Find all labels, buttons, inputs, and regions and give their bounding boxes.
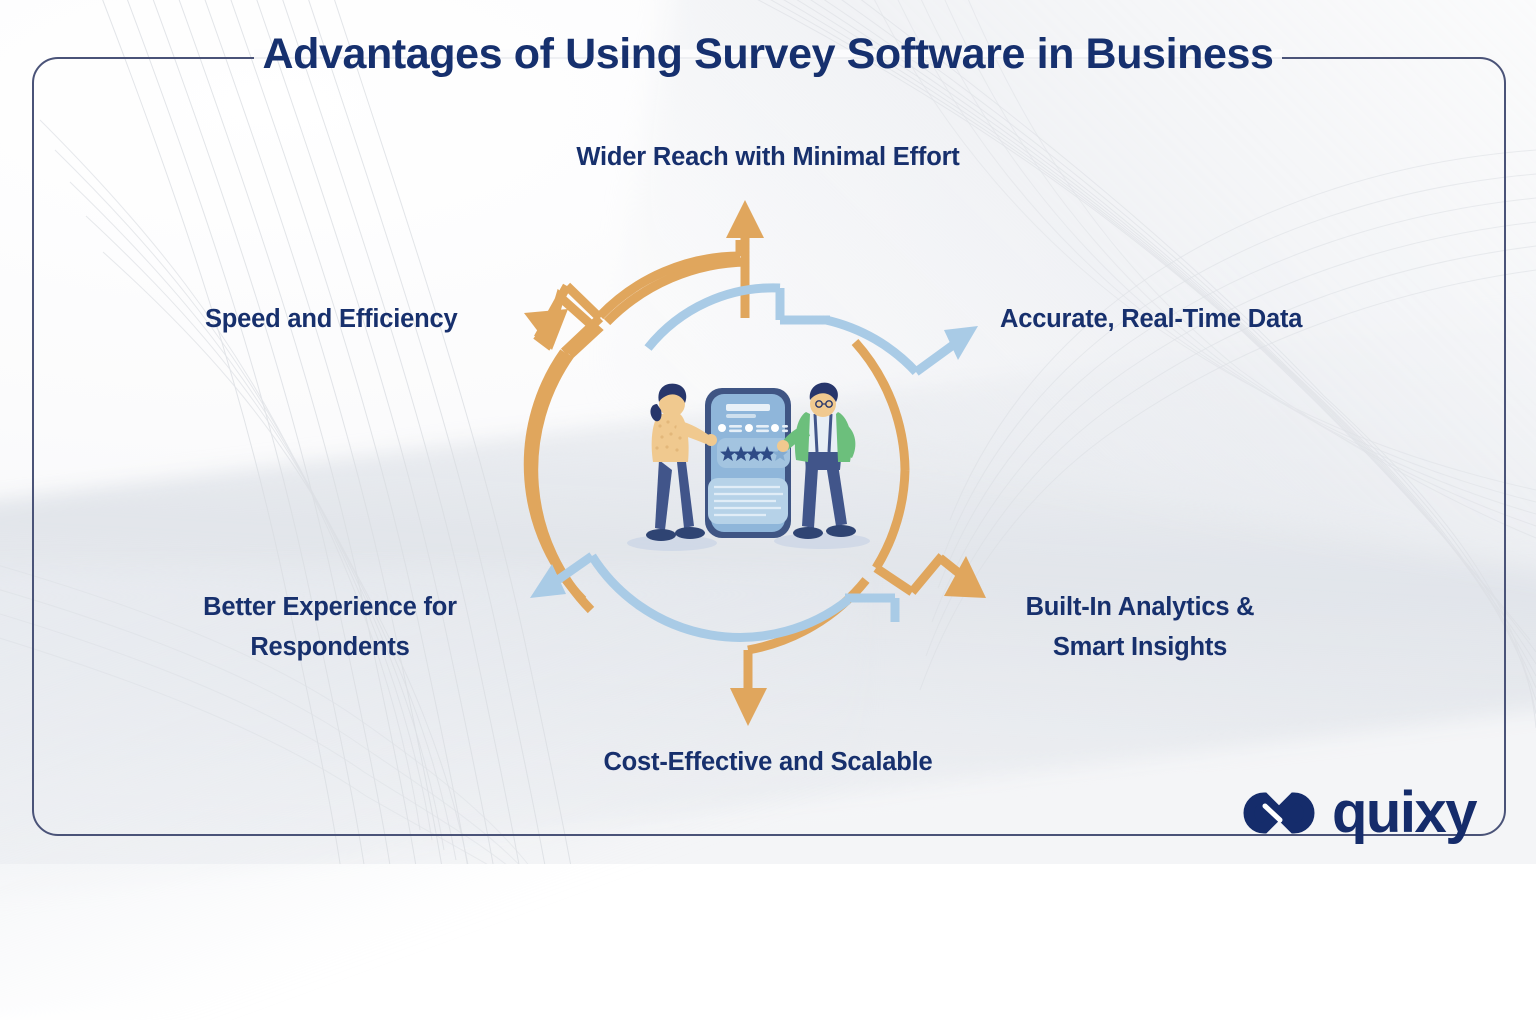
label-cost-effective: Cost-Effective and Scalable — [603, 748, 933, 776]
shadow-left — [627, 535, 717, 551]
label-wider-reach: Wider Reach with Minimal Effort — [576, 143, 960, 171]
label-better-experience: Better Experience for Respondents — [203, 593, 457, 661]
survey-rating-illustration — [627, 382, 870, 551]
quixy-logo-text: quixy — [1332, 780, 1478, 845]
label-accurate-real-time: Accurate, Real-Time Data — [1000, 305, 1303, 333]
person-right-man — [777, 382, 856, 539]
cycle-arrow-ring — [523, 200, 986, 726]
label-built-in-analytics: Built-In Analytics & Smart Insights — [1025, 593, 1255, 661]
page-title: Advantages of Using Survey Software in B… — [0, 30, 1536, 79]
person-left-woman — [646, 383, 717, 541]
blue-arrow-group — [530, 283, 978, 642]
page-title-text: Advantages of Using Survey Software in B… — [254, 30, 1282, 79]
background-line-mesh — [0, 0, 1536, 864]
label-speed-efficiency: Speed and Efficiency — [205, 305, 458, 333]
rating-stars-card — [717, 438, 790, 468]
quixy-logo[interactable]: quixy — [1240, 780, 1478, 845]
quixy-infinity-logo-icon — [1243, 792, 1315, 834]
arrow-arc-orange-topleft — [603, 257, 748, 326]
